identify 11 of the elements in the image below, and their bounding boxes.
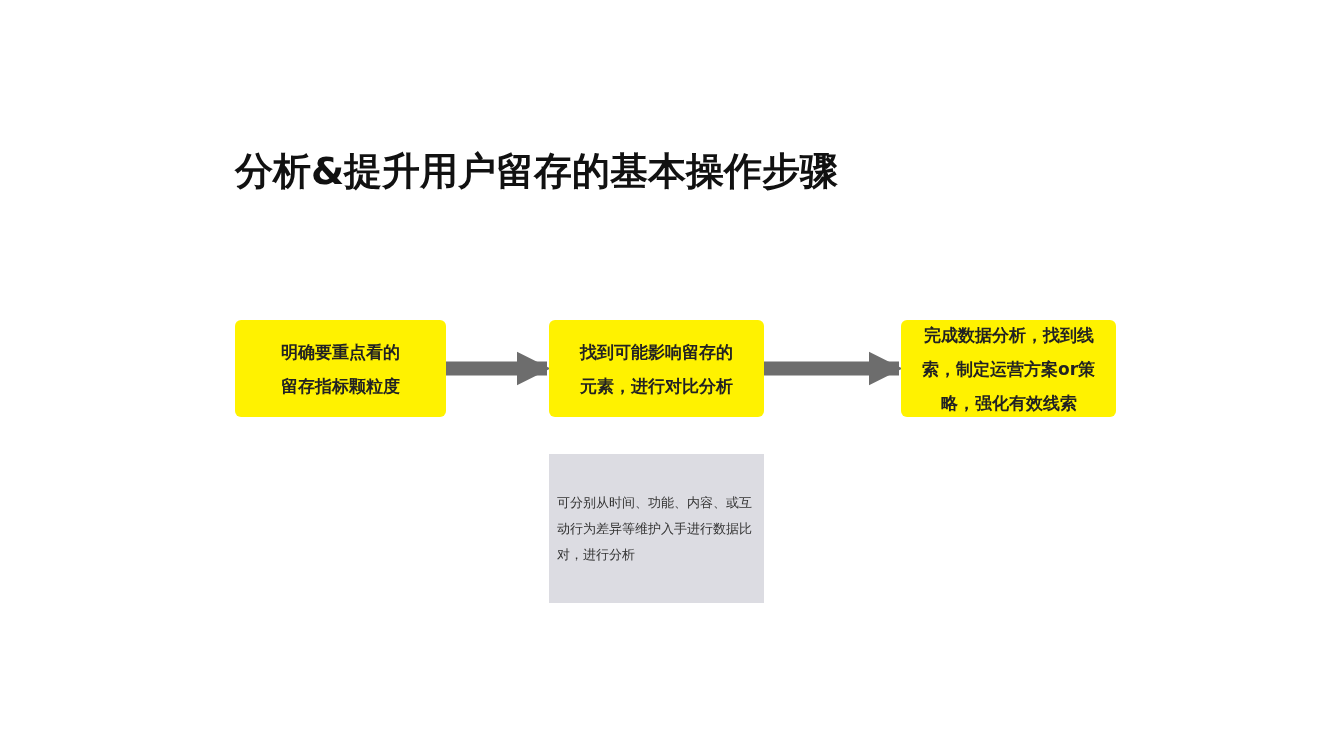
arrow [764, 351, 903, 386]
step-box [901, 320, 1116, 417]
title: 分析&提升用户留存的基本操作步骤 [235, 148, 839, 195]
step-text: 可分别从时间、功能、内容、或互动行为差异等维护入手进行数据比对，进行分析 [557, 493, 753, 564]
step-text: 找到可能影响留存的元素，进行对比分析 [578, 340, 734, 398]
step-box [549, 320, 764, 417]
step-text: 明确要重点看的留存指标颗粒度 [280, 340, 401, 398]
note-box [549, 454, 764, 603]
step-text: 完成数据分析，找到线索，制定运营方案or策略，强化有效线索 [920, 323, 1097, 415]
step-box [235, 320, 446, 417]
arrow [446, 351, 551, 386]
